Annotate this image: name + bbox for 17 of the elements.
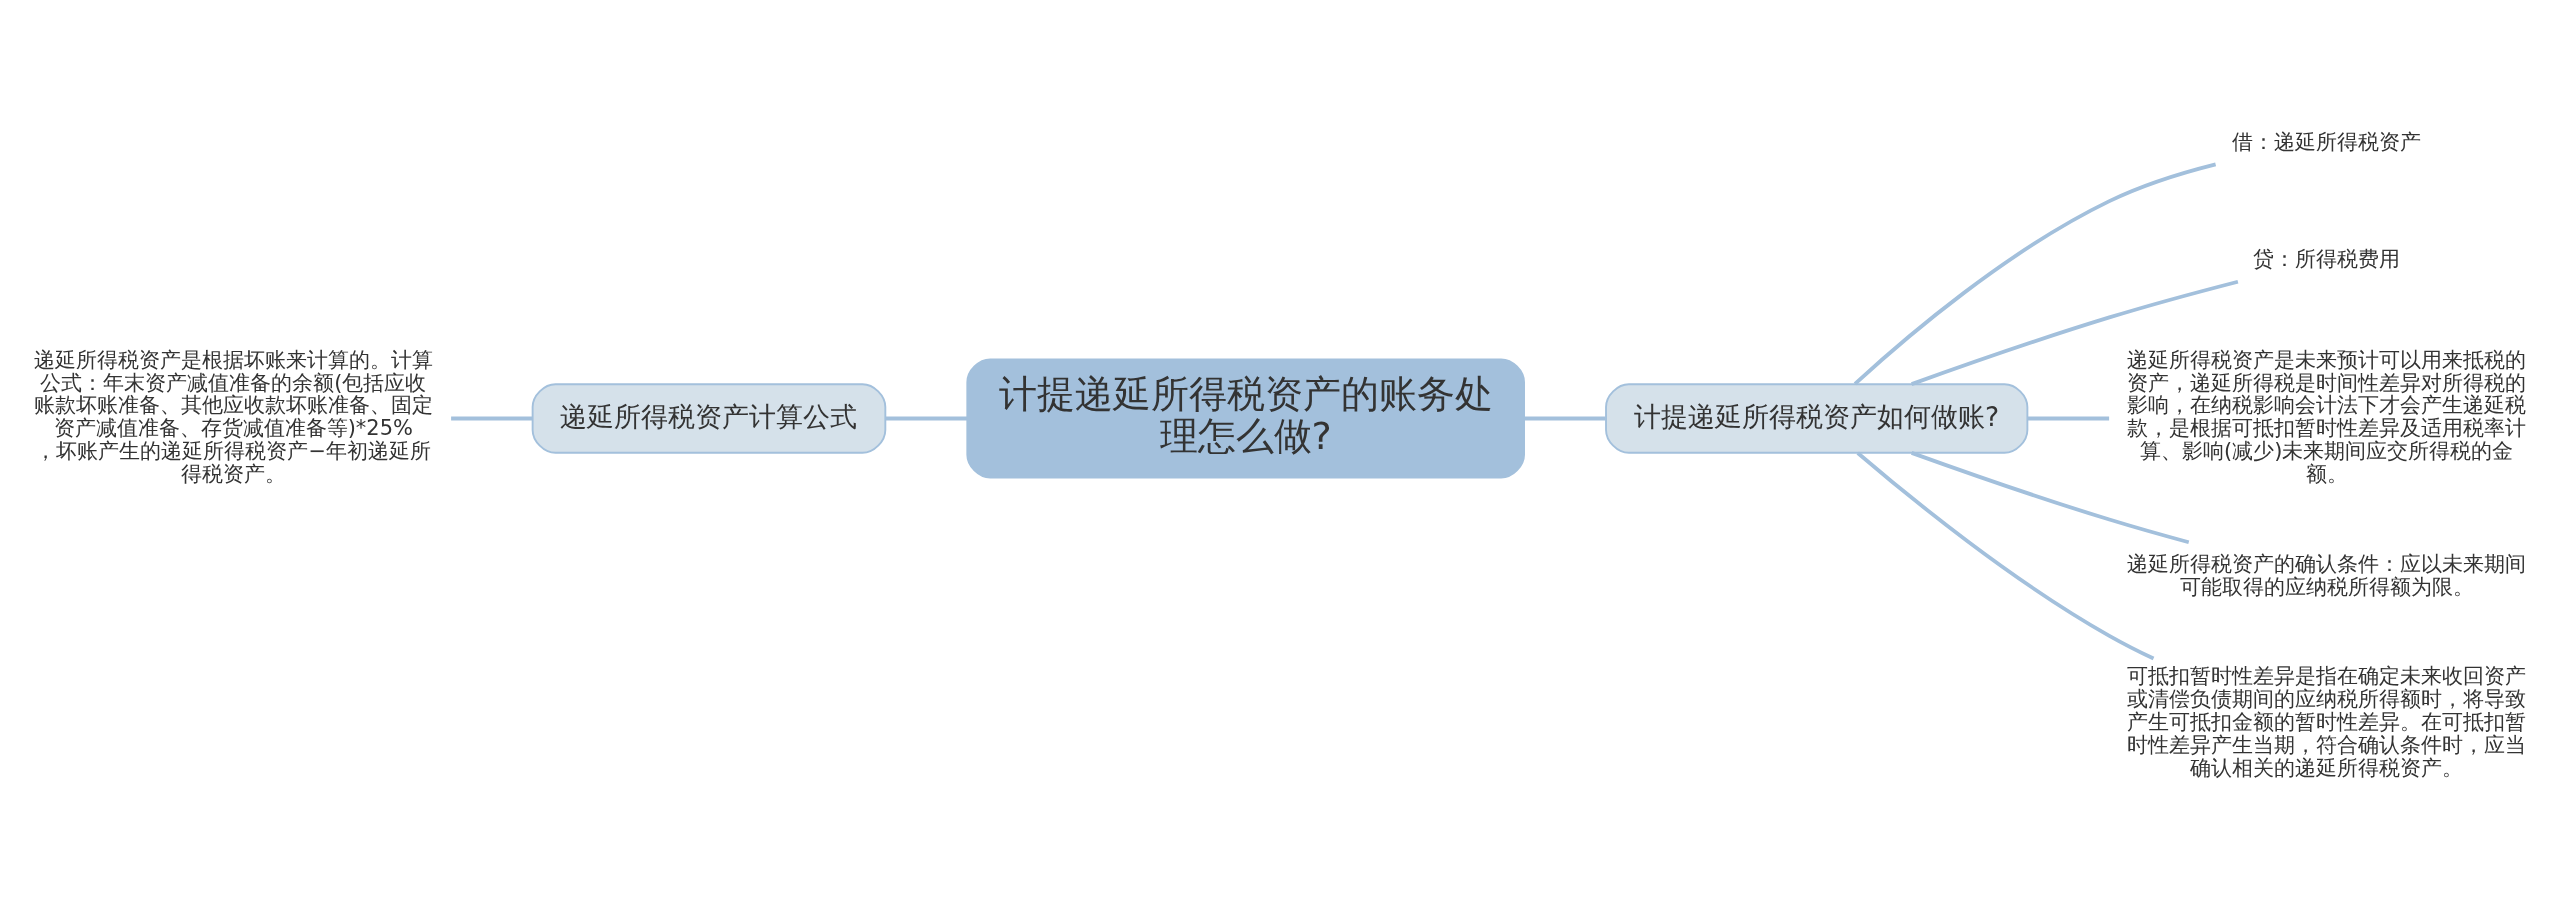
node-box: 计提递延所得税资产如何做账?	[1605, 383, 2029, 454]
connector	[885, 416, 967, 421]
connector	[1853, 162, 2217, 386]
node-box: 计提递延所得税资产的账务处理怎么做?	[966, 358, 1525, 479]
node-text: 贷：所得税费用	[2253, 246, 2401, 271]
node-text: 可抵扣暂时性差异是指在确定未来收回资产或清偿负债期间的应纳税所得额时，将导致产生可抵扣金额的暂时性差异。在可抵扣暂时性差异产生当期，符合确认条件时，应当确认相关的递延所得税资产。	[2127, 664, 2527, 780]
node-text: 递延所得税资产是根据坏账来计算的。计算公式：年末资产减值准备的余额(包括应收账款坏账准备、其他应收款坏账准备、固定资产减值准备、存货减值准备等)*25%，坏账产生的递延所得税资产−年初递延所得税资产。	[33, 347, 433, 487]
connector	[1911, 451, 2190, 545]
connector	[1524, 416, 1606, 421]
connector	[2027, 416, 2110, 421]
connector	[451, 416, 533, 421]
node-text: 递延所得税资产是未来预计可以用来抵税的资产，递延所得税是时间性差异对所得税的影响，在纳税影响会计法下才会产生递延税款，是根据可抵扣暂时性差异及适用税率计算、影响(减少)未来期间应交所得税的金额。	[2127, 347, 2527, 487]
node-box: 递延所得税资产计算公式	[531, 383, 887, 454]
connector	[1856, 451, 2155, 661]
node-text: 借：递延所得税资产	[2232, 130, 2422, 155]
connector	[1911, 279, 2239, 386]
node-text: 递延所得税资产的确认条件：应以未来期间可能取得的应纳税所得额为限。	[2127, 551, 2527, 599]
